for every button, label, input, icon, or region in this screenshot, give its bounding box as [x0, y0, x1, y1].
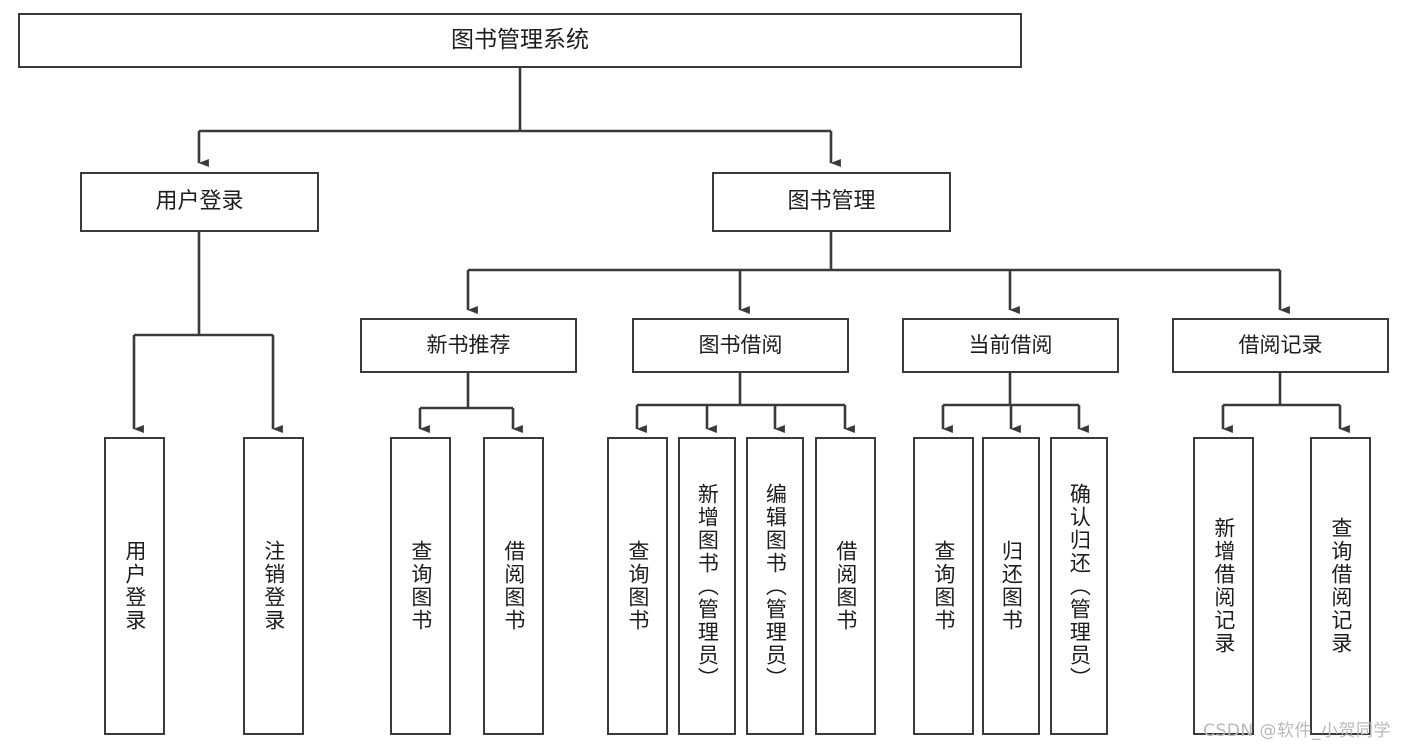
node-label: 注销登录	[261, 540, 286, 632]
node-label: 图书管理系统	[451, 26, 589, 53]
leaf-current-borrow-confirm-return-admin[interactable]: 确认归还（管理员）	[1050, 437, 1108, 735]
node-label: 编辑图书（管理员）	[763, 482, 788, 690]
node-label: 图书借阅	[698, 333, 783, 358]
node-user-login[interactable]: 用户登录	[80, 172, 319, 232]
leaf-borrow-record-add-record[interactable]: 新增借阅记录	[1193, 437, 1254, 735]
node-label: 新增借阅记录	[1211, 517, 1236, 655]
watermark-text: CSDN @软件_小贺同学	[1203, 721, 1391, 741]
node-label: 查询图书	[931, 540, 956, 632]
node-current-borrow[interactable]: 当前借阅	[902, 318, 1119, 373]
node-label: 借阅图书	[833, 540, 858, 632]
leaf-user-login-login[interactable]: 用户登录	[104, 437, 165, 735]
node-new-book-recommend[interactable]: 新书推荐	[360, 318, 577, 373]
node-root-book-management-system[interactable]: 图书管理系统	[18, 13, 1022, 68]
leaf-user-login-logout[interactable]: 注销登录	[243, 437, 304, 735]
node-label: 确认归还（管理员）	[1067, 482, 1092, 690]
node-label: 查询图书	[408, 540, 433, 632]
node-label: 图书管理	[787, 189, 876, 215]
leaf-book-borrow-add-book-admin[interactable]: 新增图书（管理员）	[678, 437, 736, 735]
leaf-new-book-query-book[interactable]: 查询图书	[390, 437, 451, 735]
leaf-new-book-borrow-book[interactable]: 借阅图书	[483, 437, 544, 735]
node-label: 归还图书	[999, 540, 1024, 632]
leaf-book-borrow-borrow-book[interactable]: 借阅图书	[815, 437, 876, 735]
node-label: 借阅图书	[501, 540, 526, 632]
node-label: 用户登录	[122, 540, 147, 632]
node-label: 用户登录	[155, 189, 244, 215]
node-book-management[interactable]: 图书管理	[712, 172, 951, 232]
node-label: 新增图书（管理员）	[695, 482, 720, 690]
leaf-book-borrow-edit-book-admin[interactable]: 编辑图书（管理员）	[746, 437, 804, 735]
node-label: 借阅记录	[1238, 333, 1323, 358]
node-label: 新书推荐	[426, 333, 511, 358]
leaf-book-borrow-query-book[interactable]: 查询图书	[607, 437, 668, 735]
node-label: 查询借阅记录	[1328, 517, 1353, 655]
node-label: 当前借阅	[968, 333, 1053, 358]
node-borrow-record[interactable]: 借阅记录	[1172, 318, 1389, 373]
leaf-current-borrow-return-book[interactable]: 归还图书	[982, 437, 1040, 735]
leaf-current-borrow-query-book[interactable]: 查询图书	[913, 437, 974, 735]
node-book-borrow[interactable]: 图书借阅	[632, 318, 849, 373]
leaf-borrow-record-query-record[interactable]: 查询借阅记录	[1310, 437, 1371, 735]
node-label: 查询图书	[625, 540, 650, 632]
